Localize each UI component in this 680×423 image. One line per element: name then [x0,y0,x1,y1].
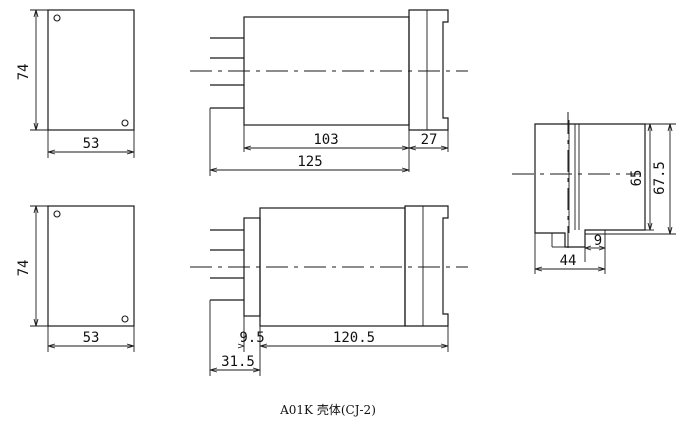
width-dimension-label: 53 [83,136,100,152]
front-view-bottom-outline [47,205,135,327]
outer-height-label: 67.5 [652,161,668,195]
side-view-top: 103 27 125 [190,9,468,176]
step-width-label: 9 [594,233,602,249]
side-view-bottom-flange [404,205,449,327]
body-length-label: 103 [313,132,338,148]
drawing-caption: A01K 壳体(CJ-2) [279,403,376,417]
end-view: 65 67.5 9 44 [512,112,676,274]
overall-width-label: 44 [560,253,577,269]
front-view-bottom: 74 53 [16,205,135,352]
mounting-hole-icon [121,119,129,127]
gap-length-label: 9.5 [239,330,264,346]
front-view-top-outline [47,9,135,131]
height-dimension-label: 74 [16,64,32,81]
flange-length-label: 27 [421,132,438,148]
height-dimension-label: 74 [16,260,32,277]
front-view-top: 74 53 [16,9,135,158]
body-length-label: 120.5 [333,330,375,346]
width-dimension-label: 53 [83,330,100,346]
total-length-label: 125 [297,154,322,170]
mounting-hole-icon [53,210,61,218]
inner-height-label: 65 [629,170,645,187]
mounting-hole-icon [53,14,61,22]
side-view-bottom: 9.5 120.5 31.5 [190,205,468,376]
mounting-hole-icon [121,315,129,323]
side-view-top-flange [408,9,449,131]
offset-length-label: 31.5 [221,354,255,370]
